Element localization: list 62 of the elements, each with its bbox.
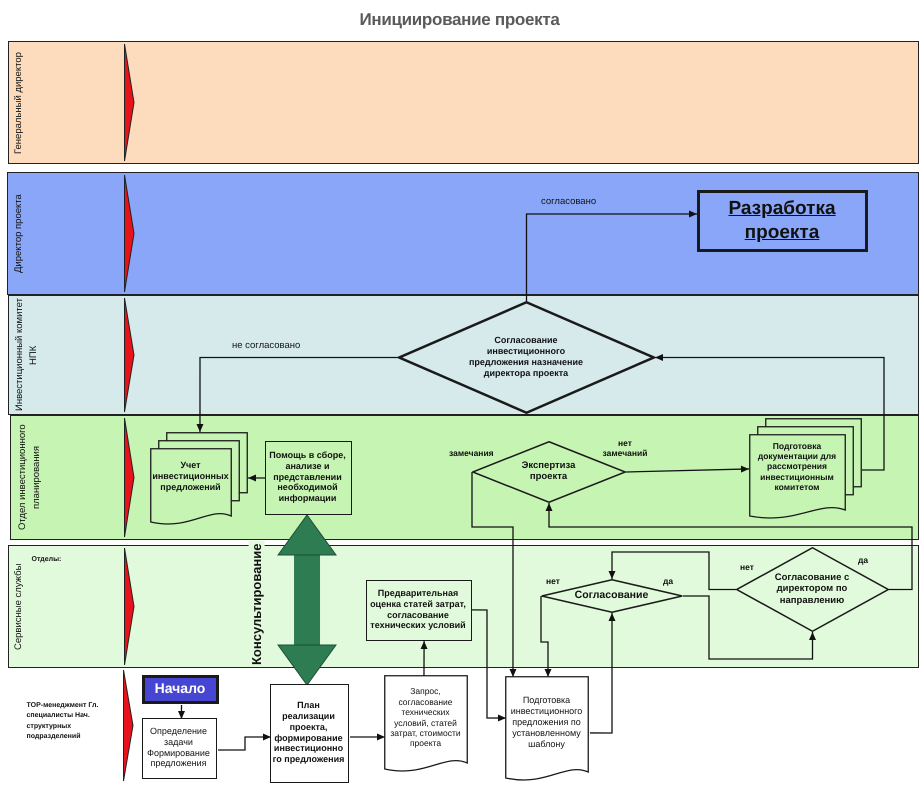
- arrow: [218, 733, 271, 751]
- process-box: [264, 440, 352, 514]
- arrow: [626, 466, 750, 473]
- process-box: [142, 674, 218, 704]
- lane-title: Сервисные службы: [12, 562, 24, 652]
- arrow: [196, 356, 398, 432]
- document-shape: [384, 674, 468, 774]
- edge-label: да: [663, 576, 674, 586]
- decision-diamond: [540, 578, 682, 612]
- process-box: [366, 580, 472, 640]
- edge-label: нет: [740, 562, 754, 572]
- lane-title: Генеральный директор: [12, 50, 24, 156]
- edge-label: нет: [546, 576, 560, 586]
- decision-diamond: [736, 546, 888, 632]
- node-label: Экспертиза проекта: [520, 460, 576, 484]
- node-label: Учет инвестиционных предложений: [152, 460, 229, 493]
- node-label: Запрос, согласование технических условий, статей затрат, стоимости проекта: [389, 686, 462, 749]
- node-label: Согласование инвестиционного предложения назначение директора проекта: [468, 335, 584, 379]
- arrow: [683, 595, 816, 660]
- swimlane: [8, 295, 919, 415]
- double-arrow: [278, 514, 337, 686]
- node-label: Согласование с директором по направлению: [774, 572, 850, 606]
- lane-title: Инвестиционный комитет НПК: [12, 298, 40, 412]
- process-box: [142, 718, 216, 778]
- document-stack: [748, 418, 862, 522]
- edge-label: замечания: [449, 448, 494, 458]
- diagram-title: Инициирование проекта: [359, 10, 560, 29]
- arrow: [590, 613, 616, 734]
- document-stack: [150, 432, 248, 528]
- process-box: [696, 190, 868, 252]
- arrow: [546, 503, 913, 590]
- node-label: Начало: [154, 680, 206, 698]
- edge-label: не согласовано: [232, 340, 300, 352]
- arrow: [420, 641, 428, 676]
- process-box: [270, 684, 348, 782]
- arrow: [178, 705, 185, 719]
- swimlane: [8, 41, 919, 164]
- swimlane: [8, 545, 919, 668]
- node-label: Предварительная оценка статей затрат, согласование технических условий: [369, 588, 467, 632]
- arrow: [655, 354, 885, 471]
- arrow: [350, 734, 385, 740]
- arrow: [248, 474, 265, 482]
- lane-title: Отдел инвестиционного планирования: [16, 423, 42, 532]
- node-label: Подготовка документации для рассмотрения инвестиционным комитетом: [756, 440, 838, 492]
- arrow: [526, 210, 697, 301]
- edge-label: да: [858, 555, 868, 566]
- arrow: [471, 472, 516, 677]
- arrow: [608, 551, 736, 590]
- node-label: Помощь в сборе, анализе и представлении необходимой информации: [268, 450, 347, 504]
- lane-title: Директор проекта: [12, 192, 24, 275]
- node-label: Согласование: [574, 589, 648, 602]
- node-label: Разработка проекта: [727, 197, 837, 244]
- node-label: План реализации проекта, формирование инвестиционно го предложения: [272, 700, 344, 766]
- arrow: [540, 596, 552, 677]
- swimlane: [10, 415, 919, 540]
- edge-label: Консультирование: [249, 541, 265, 667]
- edge-label: согласовано: [541, 196, 596, 208]
- node-label: Определение задачи Формирование предложения: [146, 726, 211, 770]
- arrow: [472, 609, 506, 722]
- swimlane: [7, 172, 919, 295]
- node-label: Подготовка инвестиционного предложения по установленному шаблону: [510, 695, 584, 750]
- document-shape: [504, 676, 588, 784]
